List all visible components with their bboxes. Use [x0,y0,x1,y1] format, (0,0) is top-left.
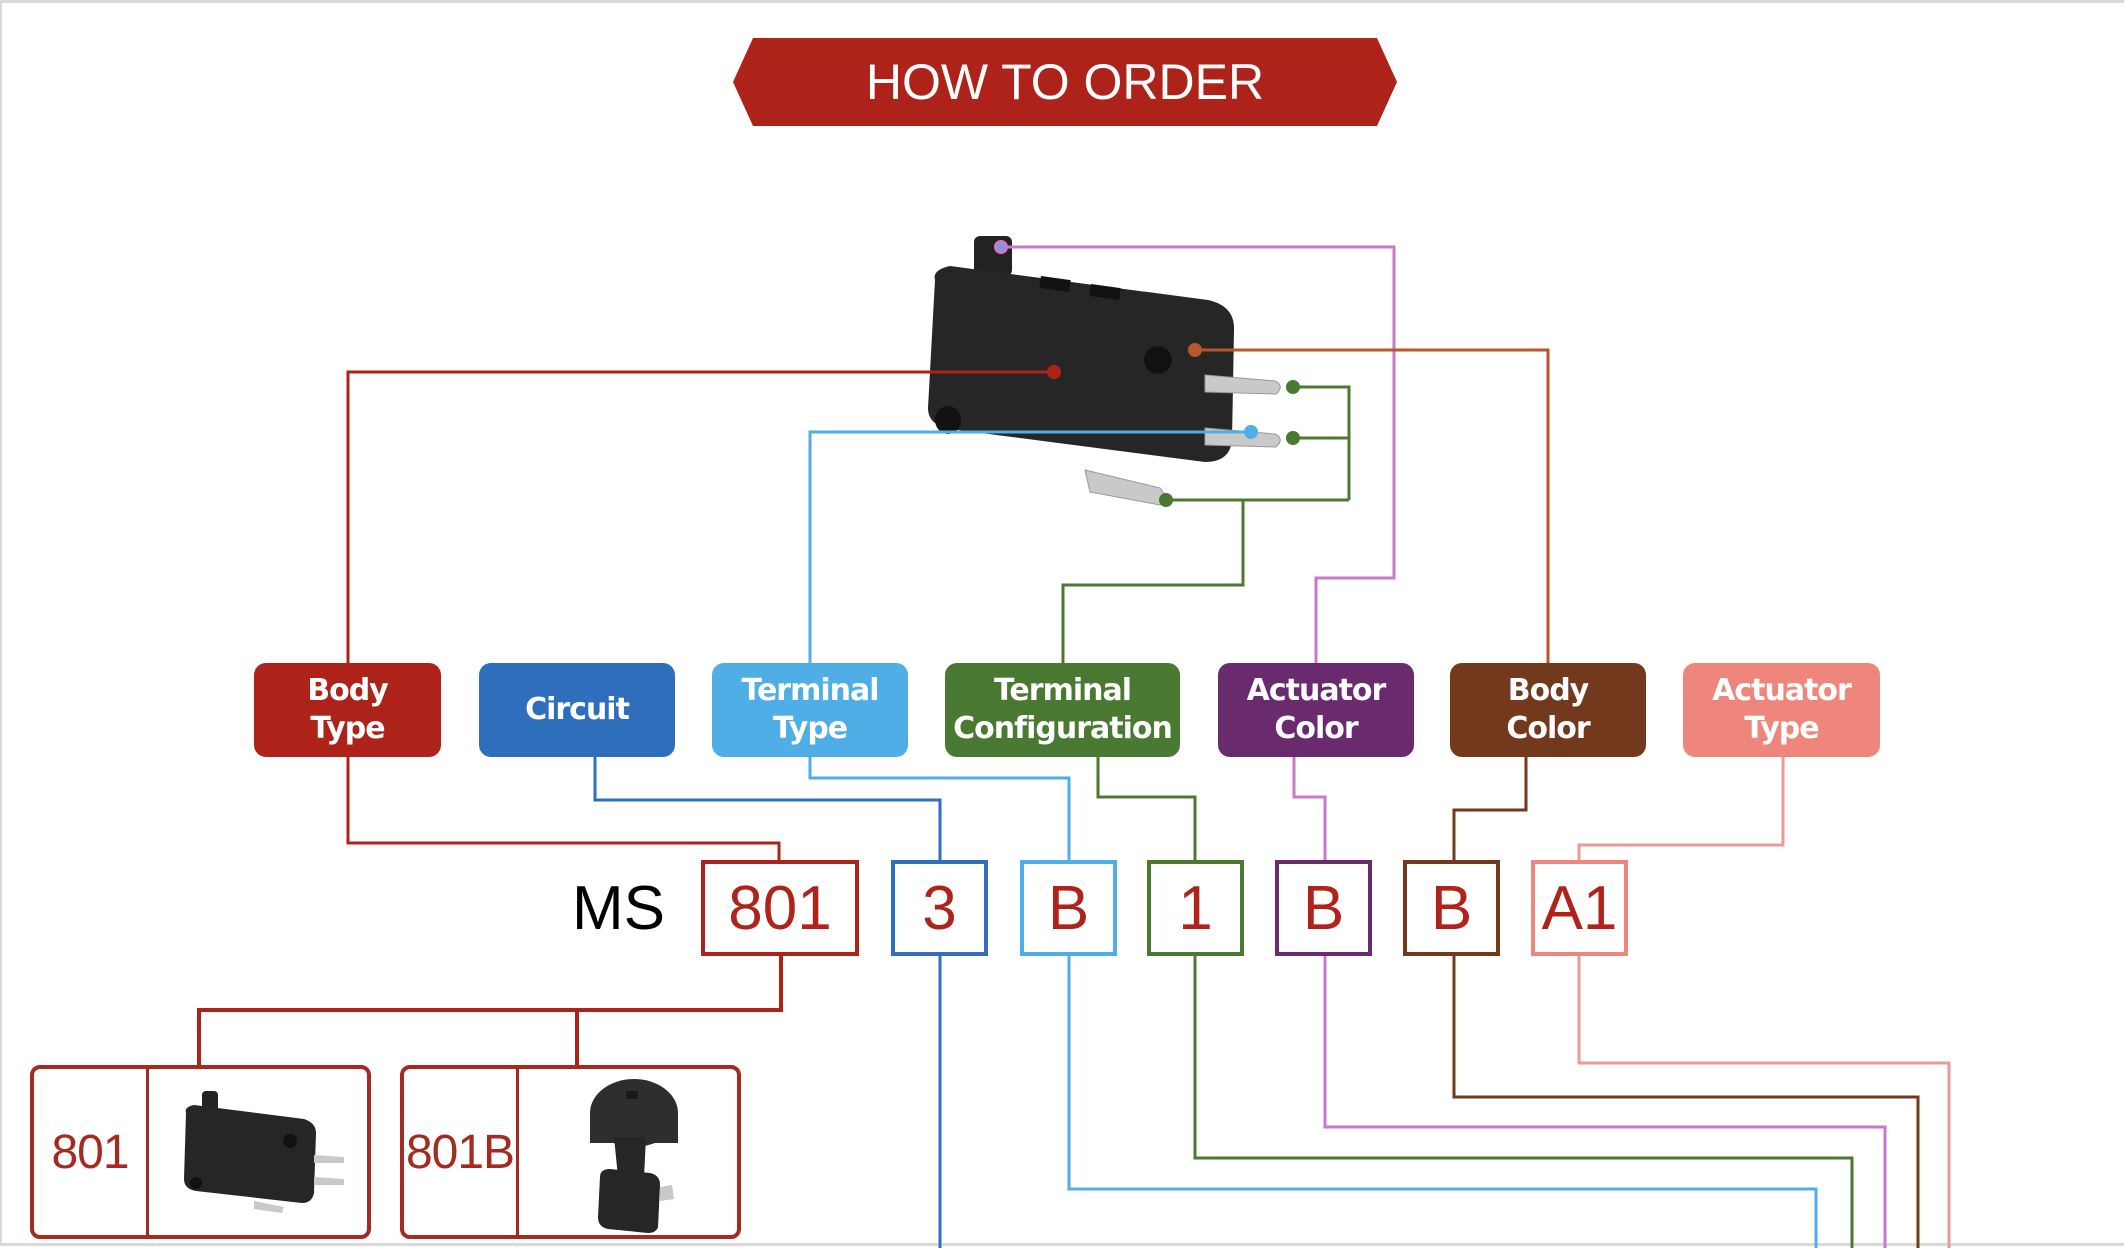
code-actuator-type: A1 [1531,860,1628,956]
line-terminal-config-to-code [1096,757,1197,860]
part-number-prefix: MS [572,873,665,943]
line-actuator-color-down [1323,956,1887,1248]
line-actuator-type-down [1577,956,1951,1248]
label-terminal-type: Terminal Type [712,663,908,757]
code-terminal-type: B [1020,860,1117,956]
option-image-801 [184,1091,344,1213]
option-image-801b [590,1079,678,1233]
callout-dots [994,240,1300,507]
main-microswitch-image [928,236,1281,506]
code-body-color: B [1403,860,1500,956]
line-actuator-type-to-code [1577,757,1785,860]
line-terminal-type-to-code [808,757,1071,860]
code-actuator-color: B [1275,860,1372,956]
label-actuator-type: Actuator Type [1683,663,1880,757]
option-code: 801B [405,1125,515,1179]
dot-terminal-config-3 [1159,493,1173,507]
terminal-bottom [1084,469,1166,506]
code-body-type: 801 [701,860,859,956]
label-body-color: Body Color [1450,663,1646,757]
how-to-order-banner: HOW TO ORDER [733,38,1397,126]
body-type-option-801: 801 [30,1065,371,1239]
label-terminal-configuration: Terminal Configuration [945,663,1180,757]
line-actuator-color-to-code [1292,757,1327,860]
callout-line-body-color [1195,348,1550,663]
mounting-hole [1144,346,1172,374]
option-divider [146,1069,149,1235]
code-circuit: 3 [891,860,988,956]
line-code-to-body-options [197,956,783,1065]
callout-line-terminal-configuration [1061,385,1351,663]
body-type-option-801b: 801B [400,1065,741,1239]
label-body-type: Body Type [254,663,441,757]
callout-line-terminal-type [808,430,1251,663]
line-body-type-to-code [346,757,781,860]
dot-body-color [1188,343,1202,357]
line-body-color-to-code [1452,757,1528,860]
code-terminal-configuration: 1 [1147,860,1244,956]
label-circuit: Circuit [479,663,675,757]
callout-line-actuator-color [1001,245,1396,663]
dot-body-type [1047,365,1061,379]
banner-shape [733,38,1397,126]
switch-body [928,266,1235,462]
option-divider [516,1069,519,1235]
dot-terminal-type [1244,425,1258,439]
callout-line-body-type [346,370,1054,663]
dot-terminal-config-1 [1286,380,1300,394]
option-code: 801 [51,1125,129,1179]
label-actuator-color: Actuator Color [1218,663,1414,757]
banner-title: HOW TO ORDER [865,54,1265,110]
line-body-color-down [1452,956,1920,1248]
terminal-top [1204,374,1281,395]
line-circuit-to-code [593,757,942,860]
line-terminal-type-down [1067,956,1818,1248]
dot-terminal-config-2 [1286,431,1300,445]
line-terminal-config-down [1193,956,1854,1248]
